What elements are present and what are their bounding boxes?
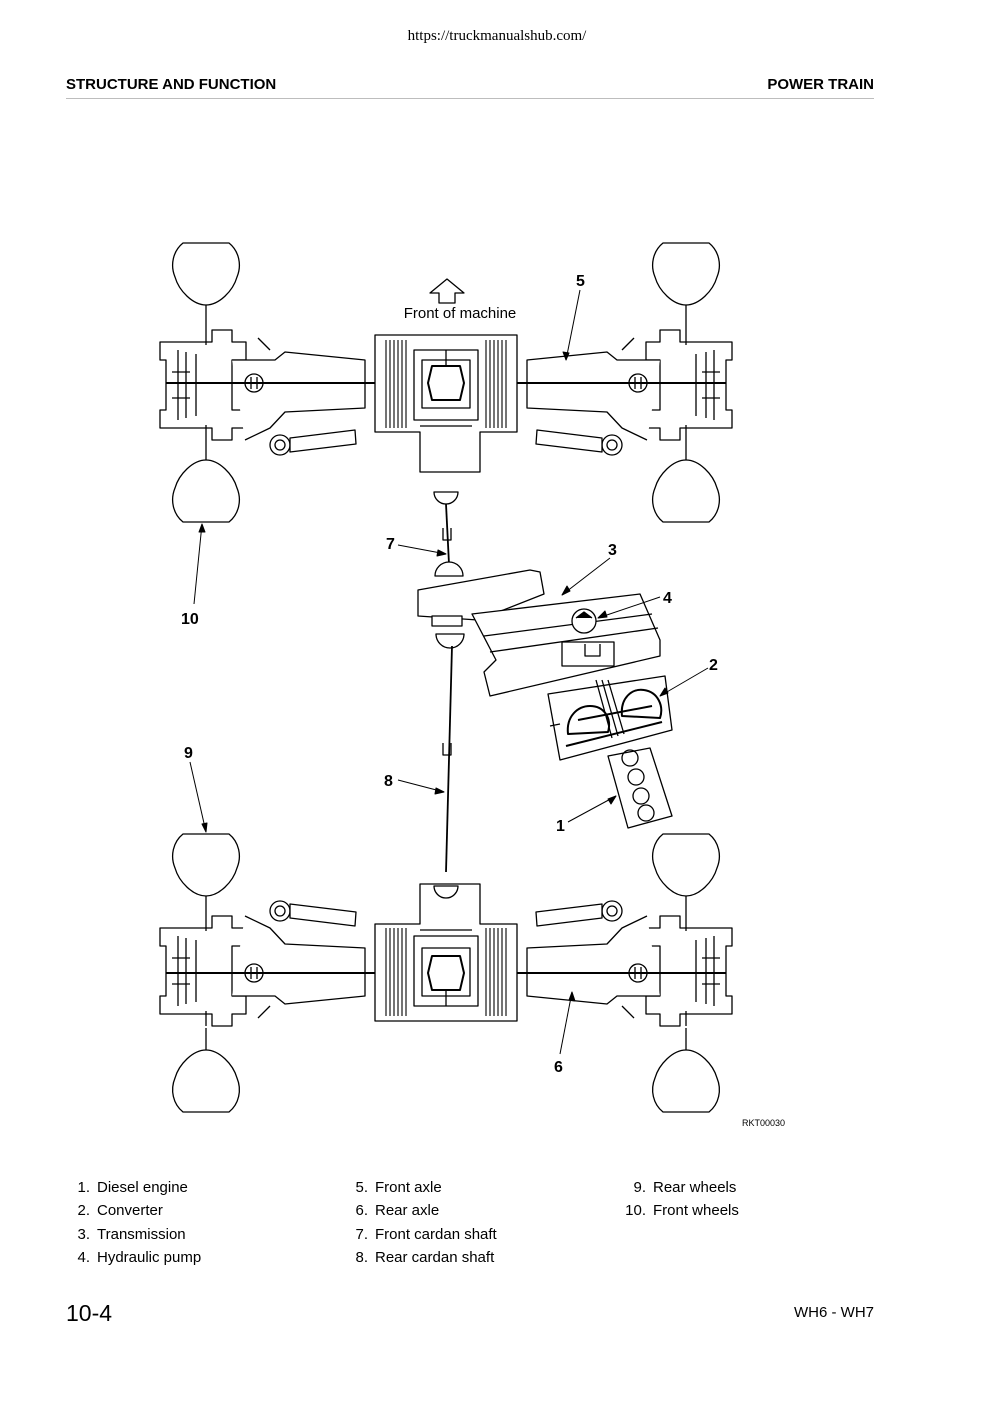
legend-text: Rear cardan shaft [375, 1248, 495, 1266]
rear-axle [160, 884, 732, 1050]
legend-text: Rear axle [375, 1202, 440, 1220]
transmission [417, 569, 661, 697]
chapter-title: POWER TRAIN [767, 76, 874, 93]
legend-text: Diesel engine [97, 1179, 188, 1196]
callout-10: 10 [181, 611, 199, 628]
figure-reference: RKT00030 [742, 1118, 785, 1128]
legend-number: 4. [77, 1248, 90, 1266]
legend-item: 4. Hydraulic pump [66, 1246, 201, 1269]
legend-item: 3. Transmission [66, 1223, 201, 1246]
legend-number: 8. [355, 1248, 368, 1266]
legend-item: 10. Front wheels [614, 1199, 739, 1222]
front-of-machine-label: Front of machine [404, 305, 517, 322]
legend-number: 1. [77, 1179, 90, 1196]
source-url: https://truckmanualshub.com/ [407, 28, 587, 44]
legend-item: 9. Rear wheels [614, 1176, 739, 1199]
legend-number: 3. [77, 1225, 90, 1243]
callout-3: 3 [608, 542, 617, 559]
legend-column-1: 1. Diesel engine 2. Converter 3. Transmissi… [66, 1176, 201, 1269]
section-title: STRUCTURE AND FUNCTION [66, 76, 277, 93]
legend-text: Front wheels [653, 1202, 739, 1220]
legend-number: 9. [633, 1179, 646, 1196]
legend-number: 5. [355, 1179, 368, 1196]
hydraulic-pump [571, 608, 597, 634]
legend-number: 7. [355, 1225, 368, 1243]
rear-cardan-shaft [433, 633, 465, 899]
front-arrow-icon [429, 278, 465, 304]
callout-8: 8 [384, 773, 393, 790]
page-number: 10-4 [66, 1300, 113, 1326]
callout-6: 6 [554, 1059, 563, 1076]
converter [547, 675, 673, 761]
callout-2: 2 [709, 657, 718, 674]
legend-number: 6. [355, 1202, 368, 1220]
legend-column-3: 9. Rear wheels 10. Front wheels [614, 1176, 739, 1223]
callout-7: 7 [386, 536, 395, 553]
legend-item: 5. Front axle [344, 1176, 497, 1199]
front-cardan-shaft [433, 491, 464, 577]
diesel-engine [607, 747, 673, 829]
front-axle [160, 305, 732, 472]
callout-leaders [189, 289, 709, 1055]
legend-item: 2. Converter [66, 1199, 201, 1222]
legend-text: Front axle [375, 1179, 442, 1196]
legend-text: Converter [97, 1202, 163, 1220]
legend-column-2: 5. Front axle 6. Rear axle 7. Front cardan … [344, 1176, 497, 1269]
legend-text: Rear wheels [653, 1179, 737, 1196]
legend-text: Transmission [97, 1225, 186, 1243]
legend-text: Hydraulic pump [97, 1248, 202, 1266]
legend-item: 7. Front cardan shaft [344, 1223, 497, 1246]
legend-item: 8. Rear cardan shaft [344, 1246, 497, 1269]
callout-1: 1 [556, 818, 565, 835]
callout-5: 5 [576, 273, 585, 290]
legend-number: 2. [77, 1202, 90, 1220]
legend-number: 10. [625, 1202, 646, 1220]
model-label: WH6 - WH7 [794, 1304, 874, 1321]
callout-9: 9 [184, 745, 193, 762]
header-rule [66, 98, 874, 99]
legend-item: 1. Diesel engine [66, 1176, 201, 1199]
callout-4: 4 [663, 590, 672, 607]
legend-text: Front cardan shaft [375, 1225, 497, 1243]
legend-item: 6. Rear axle [344, 1199, 497, 1222]
